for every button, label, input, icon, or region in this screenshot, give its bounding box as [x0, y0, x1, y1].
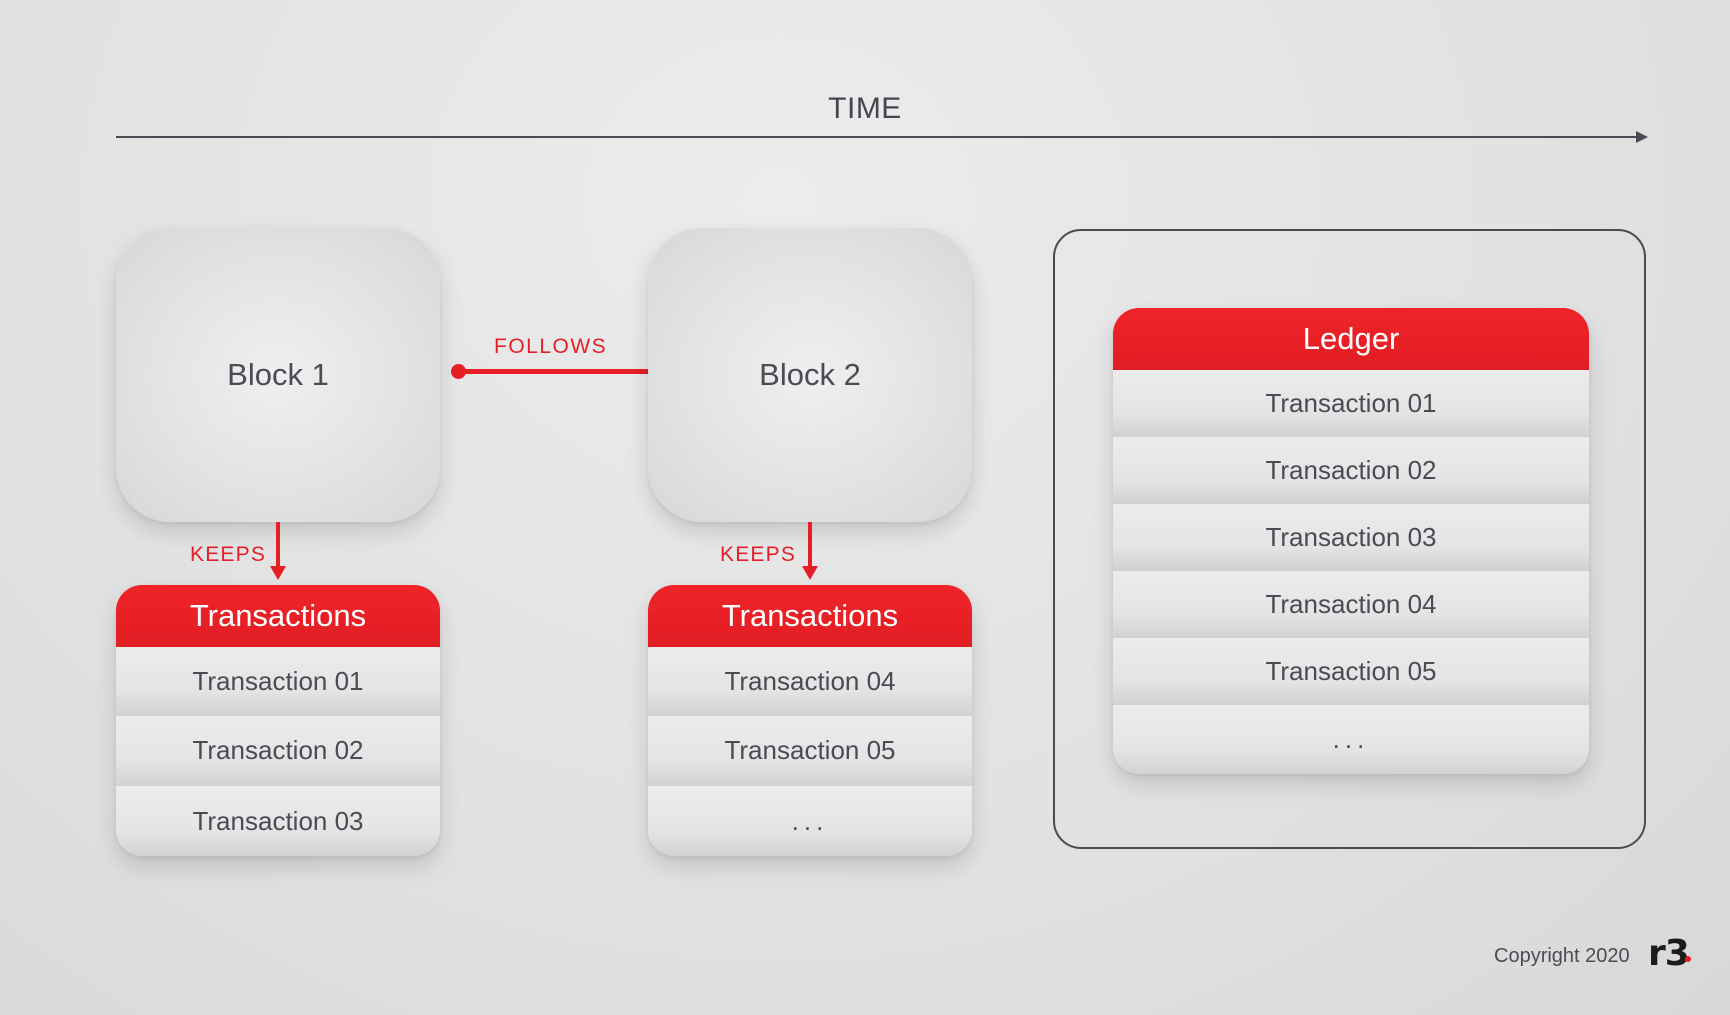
time-label: TIME: [828, 92, 902, 125]
table-row: Transaction 01: [116, 647, 440, 715]
follows-label: FOLLOWS: [494, 335, 608, 358]
table-row: Transaction 05: [1113, 637, 1589, 704]
table-row: Transaction 01: [1113, 370, 1589, 436]
table-row: Transaction 02: [116, 715, 440, 785]
follows-connector-dot: [451, 364, 466, 379]
r3-logo-dot: [1685, 956, 1691, 962]
ledger-frame: [1053, 229, 1646, 849]
follows-connector-line: [459, 369, 648, 374]
transactions-table-1-header: Transactions: [116, 585, 440, 647]
transactions-table-1: Transactions Transaction 01 Transaction …: [116, 585, 440, 856]
table-row: Transaction 04: [648, 647, 972, 715]
keeps-label-1: KEEPS: [190, 543, 267, 566]
keeps-arrow-2-line: [808, 522, 812, 566]
table-row: Transaction 05: [648, 715, 972, 785]
table-row: Transaction 02: [1113, 436, 1589, 503]
table-row: Transaction 03: [116, 785, 440, 856]
block-1: Block 1: [116, 228, 440, 522]
block-1-label: Block 1: [227, 357, 329, 392]
copyright-text: Copyright 2020: [1494, 945, 1630, 967]
table-row: Transaction 03: [1113, 503, 1589, 570]
block-2: Block 2: [648, 228, 972, 522]
time-axis-line: [116, 136, 1640, 138]
keeps-label-2: KEEPS: [720, 543, 797, 566]
keeps-arrow-1-head: [270, 566, 286, 580]
transactions-table-2-header: Transactions: [648, 585, 972, 647]
keeps-arrow-2-head: [802, 566, 818, 580]
table-row: ...: [1113, 704, 1589, 774]
r3-logo: r3: [1648, 933, 1690, 974]
table-row: ...: [648, 785, 972, 856]
time-axis-arrowhead: [1636, 131, 1648, 143]
table-row: Transaction 04: [1113, 570, 1589, 637]
ledger-table: Ledger Transaction 01 Transaction 02 Tra…: [1113, 308, 1589, 774]
ledger-header: Ledger: [1113, 308, 1589, 370]
transactions-table-2: Transactions Transaction 04 Transaction …: [648, 585, 972, 856]
keeps-arrow-1-line: [276, 522, 280, 566]
block-2-label: Block 2: [759, 357, 861, 392]
